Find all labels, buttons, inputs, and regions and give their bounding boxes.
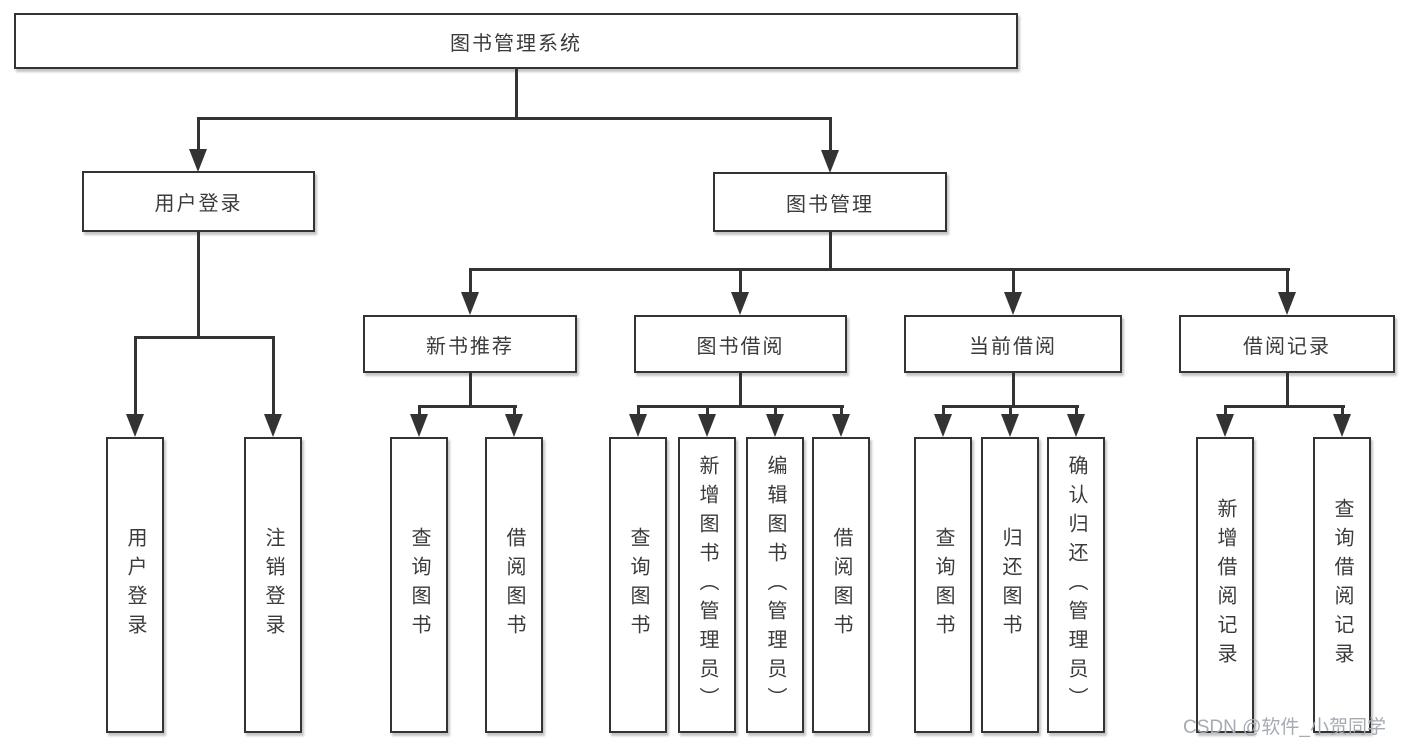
node-label: 新书推荐	[426, 335, 514, 358]
node-label: 借阅记录	[1243, 335, 1331, 358]
arrow-down-icon	[264, 414, 282, 437]
node-label: 确认归还（管理员）	[1065, 454, 1087, 716]
node-label: 编辑图书（管理员）	[764, 454, 786, 716]
leaf-borrowing-query-books: 查询图书	[609, 437, 667, 733]
connector-drop-leaf	[1075, 405, 1078, 416]
node-borrowing-records: 借阅记录	[1179, 315, 1395, 373]
connector-current-borrow-stem	[1012, 371, 1015, 408]
arrow-down-icon	[1216, 414, 1234, 437]
connector-drop-leaf	[706, 405, 709, 416]
connector-drop-leaf	[418, 405, 421, 416]
node-label: 查询图书	[627, 527, 649, 643]
connector-drop-current-borrow	[1012, 268, 1015, 294]
leaf-confirm-return-admin: 确认归还（管理员）	[1047, 437, 1105, 733]
connector-drop-leaf	[840, 405, 843, 416]
node-label: 归还图书	[999, 527, 1021, 643]
connector-root-stem	[515, 69, 518, 119]
node-label: 用户登录	[154, 193, 243, 215]
arrow-down-icon	[126, 414, 144, 437]
leaf-borrow-books: 借阅图书	[812, 437, 870, 733]
connector-book-borrow-stem	[739, 371, 742, 408]
leaf-return-books: 归还图书	[981, 437, 1039, 733]
leaf-recommend-query-books: 查询图书	[390, 437, 448, 733]
connector-drop-new-book	[469, 268, 472, 294]
arrow-down-icon	[766, 414, 784, 437]
leaf-logout: 注销登录	[244, 437, 302, 733]
node-label: 新增图书（管理员）	[696, 454, 718, 716]
connector-user-login-branch	[134, 336, 275, 339]
arrow-down-icon	[731, 292, 749, 315]
arrow-down-icon	[821, 150, 839, 173]
arrow-down-icon	[1333, 414, 1351, 437]
connector-drop-leaf	[1341, 405, 1344, 416]
node-book-management: 图书管理	[713, 172, 947, 232]
node-label: 图书管理	[786, 193, 874, 216]
connector-drop-user-login	[197, 117, 200, 152]
leaf-add-books-admin: 新增图书（管理员）	[678, 437, 736, 733]
node-label: 借阅图书	[830, 527, 852, 643]
arrow-down-icon	[934, 414, 952, 437]
connector-book-mgmt-stem	[829, 230, 832, 271]
connector-drop-leaf	[1224, 405, 1227, 416]
node-label: 注销登录	[262, 527, 284, 643]
connector-drop-book-management	[829, 117, 832, 152]
arrow-down-icon	[629, 414, 647, 437]
node-new-book-recommendation: 新书推荐	[363, 315, 577, 373]
connector-drop-logout-leaf	[272, 336, 275, 416]
arrow-down-icon	[410, 414, 428, 437]
node-root-library-system: 图书管理系统	[14, 13, 1018, 69]
connector-drop-leaf	[637, 405, 640, 416]
connector-drop-book-borrow	[739, 268, 742, 294]
node-label: 查询图书	[932, 527, 954, 643]
connector-borrow-record-stem	[1286, 371, 1289, 408]
connector-drop-leaf	[513, 405, 516, 416]
connector-book-mgmt-branch	[469, 268, 1290, 271]
connector-user-login-stem	[197, 230, 200, 338]
node-label: 图书借阅	[696, 335, 785, 358]
node-label: 查询图书	[408, 527, 430, 643]
node-label: 新增借阅记录	[1214, 498, 1236, 672]
connector-new-book-branch	[418, 405, 517, 408]
node-label: 当前借阅	[969, 335, 1057, 358]
connector-drop-borrow-record	[1286, 268, 1289, 294]
arrow-down-icon	[698, 414, 716, 437]
connector-new-book-stem	[469, 371, 472, 408]
node-label: 用户登录	[124, 527, 146, 643]
arrow-down-icon	[189, 149, 207, 172]
node-label: 图书管理系统	[450, 32, 582, 55]
leaf-edit-books-admin: 编辑图书（管理员）	[746, 437, 804, 733]
arrow-down-icon	[1004, 292, 1022, 315]
leaf-recommend-borrow-books: 借阅图书	[485, 437, 543, 733]
leaf-query-borrow-record: 查询借阅记录	[1313, 437, 1371, 733]
arrow-down-icon	[832, 414, 850, 437]
node-current-borrowing: 当前借阅	[904, 315, 1122, 373]
node-label: 查询借阅记录	[1331, 498, 1353, 672]
arrow-down-icon	[1278, 292, 1296, 315]
connector-drop-leaf	[774, 405, 777, 416]
node-label: 借阅图书	[503, 527, 525, 643]
connector-book-borrow-branch	[637, 405, 844, 408]
leaf-user-login: 用户登录	[106, 437, 164, 733]
arrow-down-icon	[461, 292, 479, 315]
connector-drop-leaf	[1009, 405, 1012, 416]
arrow-down-icon	[1001, 414, 1019, 437]
node-user-login: 用户登录	[82, 171, 315, 232]
csdn-watermark: CSDN @软件_小贺同学	[1183, 717, 1386, 738]
leaf-add-borrow-record: 新增借阅记录	[1196, 437, 1254, 733]
leaf-current-query-books: 查询图书	[914, 437, 972, 733]
connector-borrow-record-branch	[1224, 405, 1345, 408]
arrow-down-icon	[505, 414, 523, 437]
connector-drop-leaf	[942, 405, 945, 416]
connector-drop-login-leaf	[134, 336, 137, 416]
node-book-borrowing: 图书借阅	[634, 315, 847, 373]
arrow-down-icon	[1067, 414, 1085, 437]
connector-root-branch	[197, 117, 832, 120]
